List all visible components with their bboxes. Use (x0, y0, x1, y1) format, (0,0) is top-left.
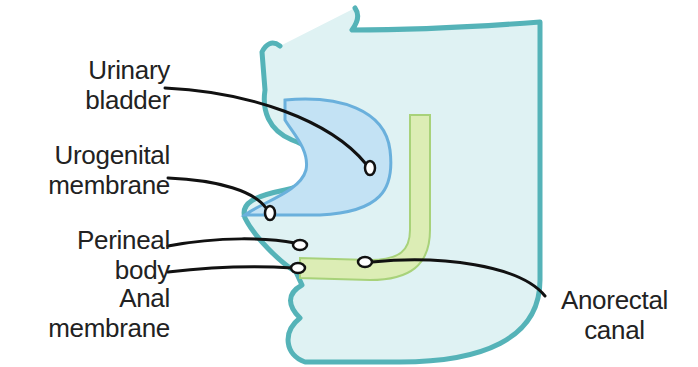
leader-line (165, 88, 366, 164)
part-label: Anal membrane (5, 283, 170, 343)
leader-line (168, 178, 266, 208)
pointer-marker (365, 161, 375, 175)
leader-line (168, 267, 293, 272)
part-label: Urinary bladder (35, 55, 170, 115)
pointer-marker (291, 263, 305, 273)
part-label: Perineal body (25, 225, 170, 285)
part-label: Urogenital membrane (2, 140, 170, 200)
pointer-marker (265, 206, 275, 220)
leader-lines (165, 88, 545, 296)
urinary-bladder-shape (245, 99, 391, 215)
pointer-marker (358, 257, 372, 267)
embryo-body (244, 8, 540, 362)
leader-line (372, 260, 545, 296)
pointer-marker (293, 240, 307, 250)
anorectal-canal-shape (300, 115, 430, 280)
part-label: Anorectal canal (532, 285, 697, 345)
pointer-markers (265, 161, 375, 273)
leader-line (168, 239, 295, 246)
